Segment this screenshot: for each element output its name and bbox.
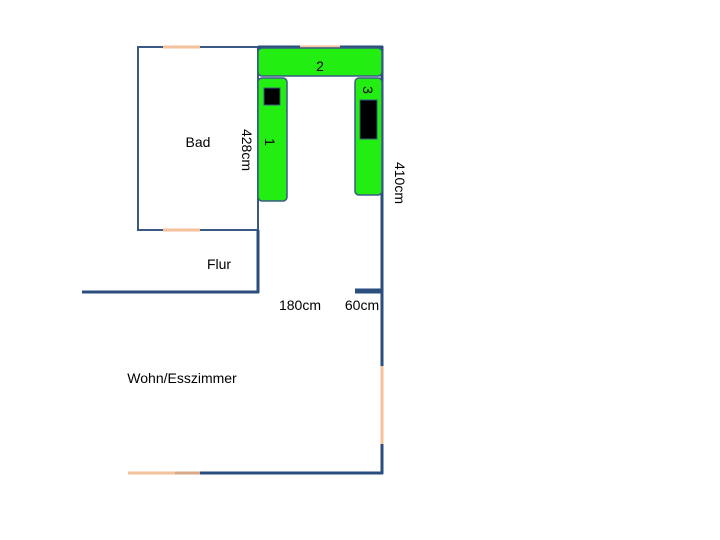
- counter-3-label: 3: [360, 86, 376, 94]
- appliance-cooktop: [263, 87, 281, 106]
- dimension-right: 410cm: [392, 162, 408, 204]
- appliance-sink: [359, 99, 378, 140]
- dimension-width: 180cm: [279, 297, 321, 313]
- room-label-bad: Bad: [186, 134, 211, 150]
- counter-2: [257, 47, 383, 77]
- room-label-wohn: Wohn/Esszimmer: [127, 370, 237, 386]
- counter-1-label: 1: [262, 138, 278, 146]
- dimension-left: 428cm: [239, 129, 255, 171]
- room-label-flur: Flur: [207, 256, 231, 272]
- counter-2-label: 2: [316, 58, 324, 74]
- dimension-stub: 60cm: [345, 297, 379, 313]
- counter-1: [257, 77, 288, 202]
